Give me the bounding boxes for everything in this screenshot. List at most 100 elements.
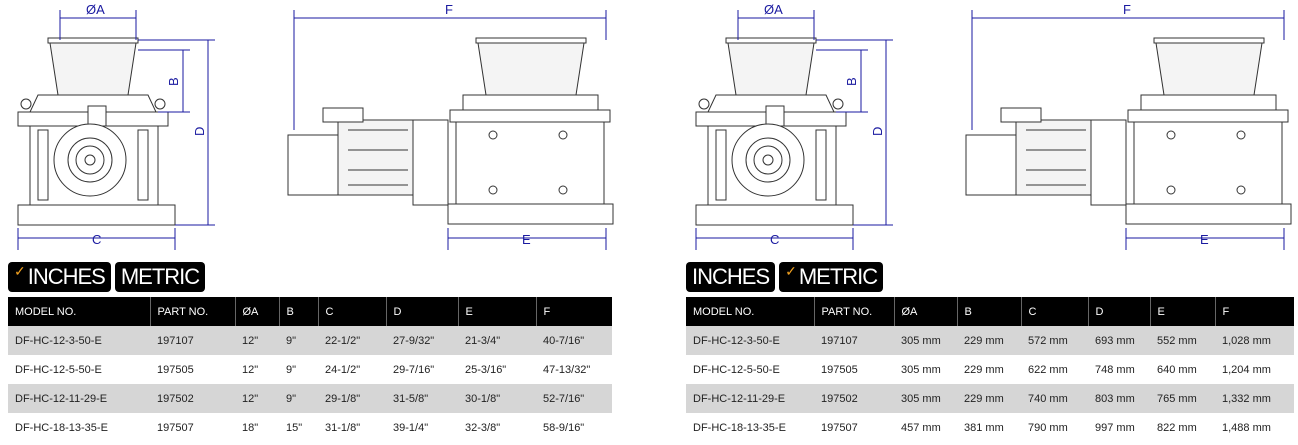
table-cell: 305 mm [901, 363, 941, 376]
table-cell: 1,332 mm [1215, 384, 1294, 413]
table-cell: 552 mm [1150, 326, 1215, 355]
inches-panel: ØA B D C F E ✓INCHES METRIC MODEL NO.PAR… [8, 0, 620, 445]
table-cell: 803 mm [1088, 384, 1150, 413]
table-cell: 197505 [157, 363, 194, 376]
table-cell: 40-7/16" [536, 326, 612, 355]
table-cell: 640 mm [1157, 363, 1197, 376]
table-cell: 229 mm [957, 326, 1021, 355]
column-header: B [278, 297, 318, 326]
table-cell: 47-13/32" [543, 363, 591, 376]
column-header: F [535, 297, 612, 326]
side-view [965, 37, 1292, 225]
table-cell: 21-3/4" [458, 326, 536, 355]
column-header: E [1149, 297, 1215, 326]
table-cell: 12" [235, 384, 279, 413]
table-cell: 30-1/8" [458, 384, 536, 413]
dimension-lines [695, 10, 1285, 250]
table-cell: 197107 [814, 326, 894, 355]
table-cell: 197507 [821, 421, 858, 434]
column-header: ØA [893, 297, 957, 326]
column-header: B [956, 297, 1021, 326]
table-cell: 765 mm [1150, 384, 1215, 413]
tab-inches[interactable]: INCHES [686, 262, 776, 292]
table-cell: DF-HC-12-3-50-E [686, 326, 814, 355]
table-cell: 822 mm [1157, 421, 1197, 434]
dim-c-label: C [770, 232, 779, 247]
check-icon: ✓ [14, 263, 26, 279]
table-cell: 24-1/2" [325, 363, 361, 376]
table-cell: DF-HC-12-5-50-E [693, 363, 780, 376]
table-cell: 15" [286, 421, 303, 434]
unit-tabs: INCHES ✓METRIC [686, 262, 884, 292]
table-cell: DF-HC-18-13-35-E [693, 421, 786, 434]
front-view [695, 37, 854, 226]
table-cell: 693 mm [1088, 326, 1150, 355]
dim-c-label: C [92, 232, 101, 247]
table-cell: 31-1/8" [325, 421, 361, 434]
column-header: E [457, 297, 536, 326]
table-cell: 29-1/8" [318, 384, 386, 413]
dim-f-label: F [445, 2, 453, 17]
table-cell: 1,488 mm [1222, 421, 1271, 434]
capstan-drawing: ØA B D C F E [695, 2, 1292, 250]
dim-d-label: D [870, 127, 885, 136]
table-cell: DF-HC-12-5-50-E [15, 363, 102, 376]
dim-d-label: D [192, 127, 207, 136]
table-cell: 305 mm [894, 326, 957, 355]
table-cell: 197502 [150, 384, 235, 413]
dim-e-label: E [522, 232, 531, 247]
column-header: PART NO. [149, 297, 235, 326]
check-icon: ✓ [785, 263, 797, 279]
table-cell: DF-HC-12-11-29-E [8, 384, 150, 413]
table-cell: 31-5/8" [386, 384, 458, 413]
dim-b-label: B [844, 77, 859, 86]
tab-metric-label: METRIC [798, 264, 878, 289]
table-cell: 22-1/2" [318, 326, 386, 355]
tab-metric[interactable]: ✓METRIC [779, 262, 884, 292]
tab-metric-label: METRIC [120, 264, 200, 289]
table-cell: 572 mm [1021, 326, 1088, 355]
tab-inches-label: INCHES [27, 264, 106, 289]
table-cell: 9" [279, 326, 318, 355]
table-cell: 197505 [821, 363, 858, 376]
table-cell: 9" [279, 384, 318, 413]
column-header: D [1087, 297, 1150, 326]
table-cell: 25-3/16" [465, 363, 507, 376]
table-cell: 1,204 mm [1222, 363, 1271, 376]
table-cell: 229 mm [964, 363, 1004, 376]
metric-panel: ØA B D C F E INCHES ✓METRIC MODEL NO.PAR… [686, 0, 1298, 445]
table-cell: 457 mm [901, 421, 941, 434]
table-cell: 58-9/16" [543, 421, 585, 434]
tab-metric[interactable]: METRIC [114, 262, 206, 292]
table-cell: 9" [286, 363, 297, 376]
table-cell: 197507 [157, 421, 194, 434]
table-cell: 790 mm [1028, 421, 1068, 434]
table-cell: 740 mm [1021, 384, 1088, 413]
column-header: F [1214, 297, 1294, 326]
table-cell: 27-9/32" [386, 326, 458, 355]
tab-inches[interactable]: ✓INCHES [8, 262, 111, 292]
side-view [287, 37, 614, 225]
column-header: MODEL NO. [8, 297, 150, 326]
dim-b-label: B [166, 77, 181, 86]
dim-a-label: ØA [764, 2, 783, 17]
table-cell: DF-HC-12-3-50-E [8, 326, 150, 355]
column-header: MODEL NO. [686, 297, 814, 326]
table-cell: 32-3/8" [465, 421, 501, 434]
table-cell: 52-7/16" [536, 384, 612, 413]
table-cell: DF-HC-18-13-35-E [15, 421, 108, 434]
table-cell: DF-HC-12-11-29-E [686, 384, 814, 413]
table-cell: 1,028 mm [1215, 326, 1294, 355]
dim-e-label: E [1200, 232, 1209, 247]
dimension-lines [17, 10, 607, 250]
table-cell: 12" [242, 363, 259, 376]
